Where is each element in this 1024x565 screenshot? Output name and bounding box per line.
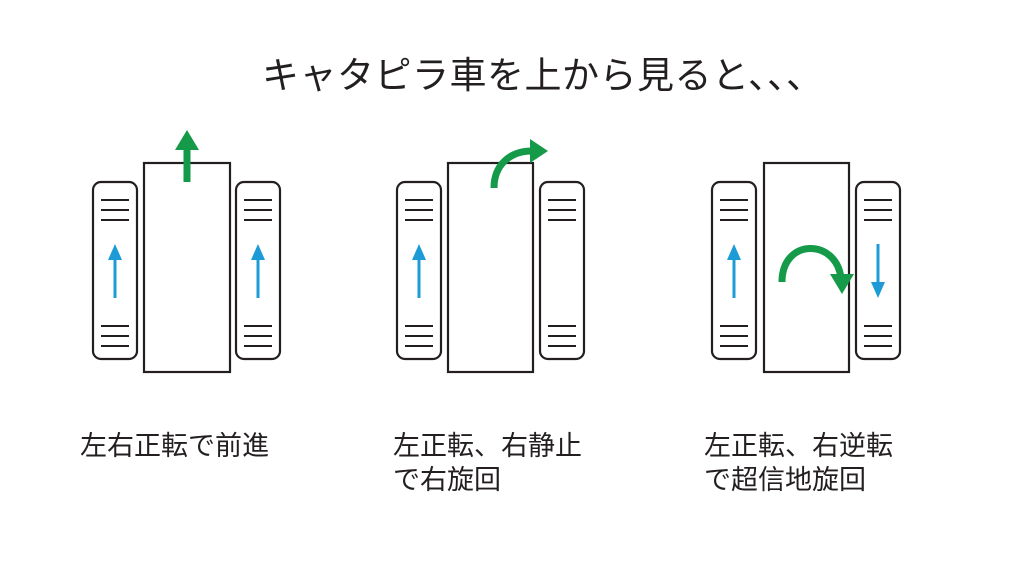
track-arrow-up-icon: [727, 244, 741, 298]
vehicle-body: [142, 161, 232, 374]
vehicle-panel-forward: [91, 130, 282, 374]
caption-line: 左正転、右逆転: [704, 431, 893, 462]
spin-clockwise-arrow-icon: [778, 245, 854, 294]
caption-line: 左正転、右静止: [393, 431, 582, 462]
right-track: [234, 180, 282, 361]
caption-pivot-turn: 左正転、右静止 で右旋回: [393, 430, 582, 498]
right-track: [854, 180, 902, 361]
page-title: キャタピラ車を上から見ると、、、: [262, 54, 824, 97]
turn-right-arrow-icon: [490, 139, 548, 189]
right-track: [538, 180, 586, 361]
left-track: [710, 180, 758, 361]
caption-line: で超信地旋回: [704, 465, 866, 496]
vehicle-body: [446, 161, 535, 374]
caption-spin-turn: 左正転、右逆転 で超信地旋回: [704, 430, 893, 498]
caption-forward: 左右正転で前進: [80, 430, 269, 464]
forward-arrow-icon: [175, 130, 199, 182]
track-arrow-up-icon: [251, 244, 265, 298]
vehicle-body: [762, 161, 851, 374]
track-arrow-down-icon: [871, 244, 885, 298]
track-arrow-up-icon: [412, 244, 426, 298]
vehicle-panel-spin-turn: [710, 161, 902, 374]
left-track: [395, 180, 443, 361]
caption-line: で右旋回: [393, 465, 501, 496]
track-arrow-up-icon: [108, 244, 122, 298]
caption-line: 左右正転で前進: [80, 431, 269, 462]
vehicle-panel-pivot-turn: [395, 139, 586, 374]
left-track: [91, 180, 139, 361]
